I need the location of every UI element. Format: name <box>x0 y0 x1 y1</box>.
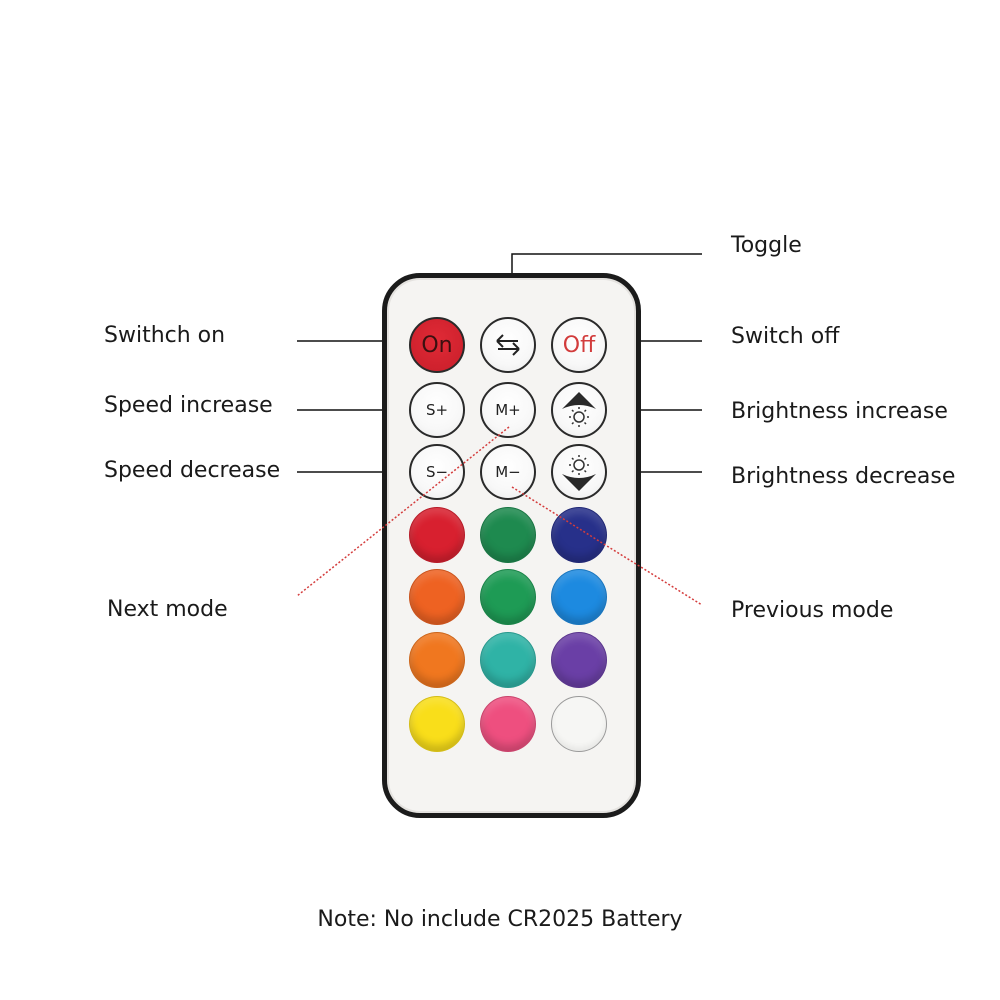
color-button[interactable] <box>409 632 465 688</box>
speed-decrease-label: Speed decrease <box>104 458 281 483</box>
brightness-decrease-label: Brightness decrease <box>731 464 956 489</box>
color-button[interactable] <box>409 507 465 563</box>
battery-note: Note: No include CR2025 Battery <box>317 907 683 932</box>
speed-decrease-button-label: S− <box>425 463 449 481</box>
color-button[interactable] <box>480 696 536 752</box>
off-button-label: Off <box>562 332 596 358</box>
color-button[interactable] <box>480 507 536 563</box>
sun-down-icon <box>562 455 596 491</box>
color-button[interactable] <box>551 696 607 752</box>
color-button[interactable] <box>551 569 607 625</box>
color-button[interactable] <box>409 569 465 625</box>
brightness-increase-button[interactable] <box>551 382 607 438</box>
color-button[interactable] <box>551 632 607 688</box>
color-button[interactable] <box>480 569 536 625</box>
switch-off-label: Switch off <box>731 324 840 349</box>
toggle-label: Toggle <box>731 233 802 258</box>
color-button[interactable] <box>480 632 536 688</box>
switch-on-label: Swithch on <box>104 323 226 348</box>
previous-mode-label: Previous mode <box>731 598 894 623</box>
on-button-label: On <box>421 332 453 358</box>
speed-increase-label: Speed increase <box>104 393 273 418</box>
previous-mode-button-label: M− <box>495 463 521 481</box>
sun-up-icon <box>562 392 596 427</box>
next-mode-button-label: M+ <box>495 401 521 419</box>
speed-increase-button-label: S+ <box>425 401 449 419</box>
previous-mode-button[interactable]: M− <box>480 444 536 500</box>
brightness-increase-label: Brightness increase <box>731 399 948 424</box>
speed-decrease-button[interactable]: S− <box>409 444 465 500</box>
next-mode-button[interactable]: M+ <box>480 382 536 438</box>
swap-arrows-icon <box>496 334 520 356</box>
color-button[interactable] <box>551 507 607 563</box>
toggle-button[interactable] <box>480 317 536 373</box>
color-button[interactable] <box>409 696 465 752</box>
speed-increase-button[interactable]: S+ <box>409 382 465 438</box>
on-button[interactable]: On <box>409 317 465 373</box>
next-mode-label: Next mode <box>107 597 228 622</box>
brightness-decrease-button[interactable] <box>551 444 607 500</box>
off-button[interactable]: Off <box>551 317 607 373</box>
